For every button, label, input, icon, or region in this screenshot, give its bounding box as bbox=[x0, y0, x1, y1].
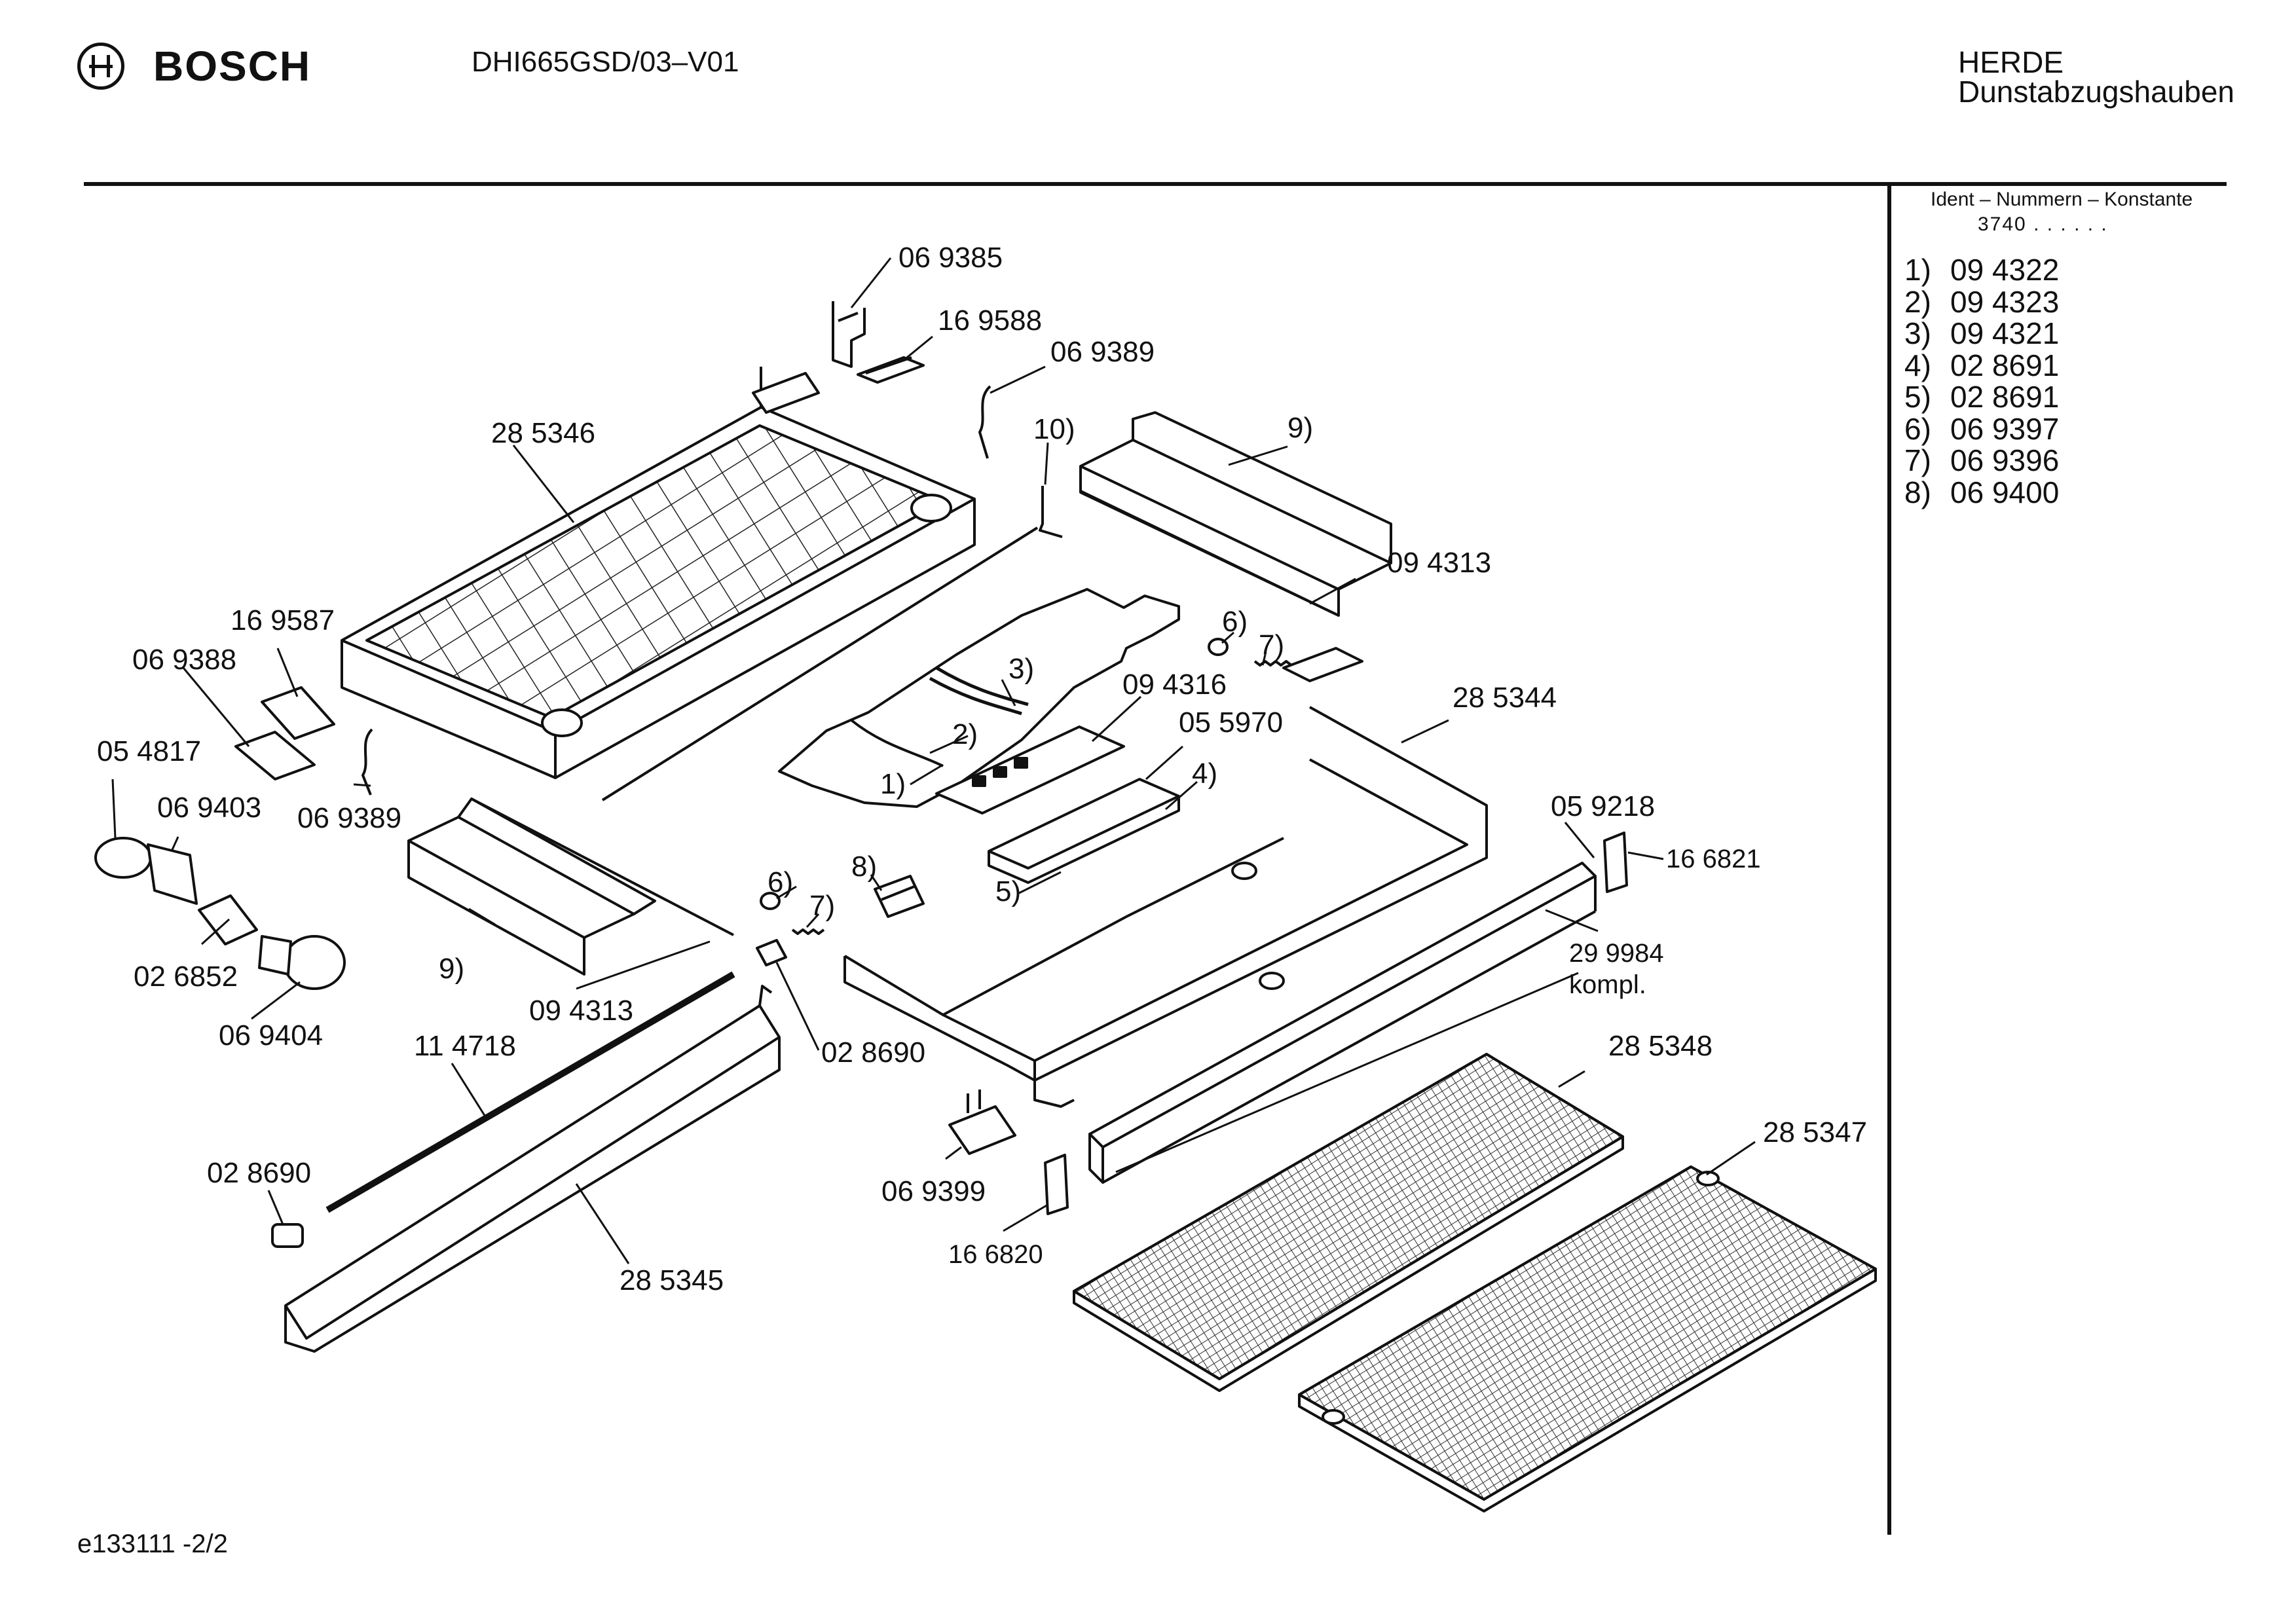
end-cap-part bbox=[1603, 832, 1628, 893]
callout-label: 9) bbox=[1287, 412, 1314, 444]
callout-label: 9) bbox=[439, 953, 465, 985]
front-strip-part bbox=[1088, 862, 1597, 1184]
part-label: 06 9385 bbox=[898, 242, 1003, 274]
part-label: 28 5348 bbox=[1608, 1030, 1713, 1062]
ident-row: 4)02 8691 bbox=[1904, 348, 2060, 382]
tube-lamp-part bbox=[325, 971, 735, 1213]
housing-part bbox=[843, 647, 1488, 1108]
callout-label: 6) bbox=[1222, 606, 1248, 638]
part-label: 06 9404 bbox=[219, 1019, 324, 1052]
model-number: DHI665GSD/03–V01 bbox=[472, 46, 739, 78]
spring-part bbox=[978, 385, 991, 459]
filter-frame-part bbox=[341, 367, 976, 779]
strip-part bbox=[471, 797, 734, 936]
part-label: 09 4313 bbox=[529, 995, 634, 1027]
mesh-filter-part bbox=[1298, 1165, 1877, 1512]
callout-label: 7) bbox=[1259, 629, 1285, 661]
part-label: 06 9399 bbox=[881, 1175, 986, 1207]
grommet-part bbox=[756, 939, 787, 966]
part-label: 05 4817 bbox=[97, 735, 202, 767]
callout-label: 3) bbox=[1009, 653, 1035, 685]
rail-part bbox=[1079, 411, 1392, 617]
lamp-socket-part bbox=[94, 837, 346, 990]
ident-constant: 3740 . . . . . . bbox=[1978, 213, 2108, 235]
ident-row: 1)09 4322 bbox=[1904, 253, 2060, 287]
callout-label: 6) bbox=[768, 866, 794, 898]
part-label: 06 9389 bbox=[1050, 336, 1155, 368]
spring-coil-part bbox=[1253, 660, 1293, 667]
brand-logo: BOSCH bbox=[77, 42, 311, 90]
ident-row: 6)06 9397 bbox=[1904, 411, 2060, 446]
rod-part bbox=[601, 486, 1063, 801]
part-label: 11 4718 bbox=[414, 1030, 516, 1062]
end-cap-part bbox=[1044, 1154, 1069, 1215]
header-divider bbox=[84, 182, 2227, 186]
lamp-cover-part bbox=[284, 985, 781, 1353]
part-label: 05 5970 bbox=[1179, 706, 1284, 739]
ident-heading: Ident – Nummern – Konstante bbox=[1931, 189, 2193, 210]
connector-part bbox=[948, 1090, 1016, 1155]
part-label: 28 5344 bbox=[1453, 682, 1557, 714]
clip-part bbox=[857, 356, 925, 384]
callout-label: 5) bbox=[995, 875, 1022, 907]
ident-row: 2)09 4323 bbox=[1904, 284, 2060, 319]
category-title: HERDE bbox=[1958, 45, 2064, 79]
part-label: 06 9388 bbox=[132, 644, 237, 676]
part-label: 28 5345 bbox=[620, 1264, 724, 1296]
part-label: 06 9389 bbox=[297, 802, 402, 834]
circuit-board-part bbox=[935, 725, 1125, 815]
callout-label: 10) bbox=[1033, 413, 1075, 445]
ident-row: 8)06 9400 bbox=[1904, 475, 2060, 509]
ident-list: 1)09 4322 2)09 4323 3)09 4321 4)02 8691 … bbox=[1904, 254, 2059, 508]
spring-coil-part bbox=[791, 928, 825, 935]
part-label: 09 4316 bbox=[1122, 669, 1227, 701]
part-label: 09 4313 bbox=[1387, 547, 1492, 579]
wiring-harness-part bbox=[778, 588, 1180, 808]
clip-part bbox=[234, 686, 335, 780]
sidebar-divider bbox=[1887, 186, 1891, 1535]
page-reference: e133111 -2/2 bbox=[77, 1530, 228, 1558]
mesh-filter-part bbox=[1073, 1053, 1624, 1392]
callout-label: 2) bbox=[952, 718, 978, 750]
part-label: 02 6852 bbox=[134, 961, 238, 993]
ident-row: 7)06 9396 bbox=[1904, 443, 2060, 477]
brand-name: BOSCH bbox=[153, 43, 312, 90]
leader-lines bbox=[111, 257, 1756, 1264]
part-label: 28 5346 bbox=[491, 417, 596, 449]
bracket-part bbox=[832, 301, 866, 368]
callout-label: 8) bbox=[851, 851, 878, 883]
callout-label: 1) bbox=[880, 768, 906, 800]
part-label: 29 9984 bbox=[1569, 939, 1664, 968]
part-label-suffix: kompl. bbox=[1569, 970, 1646, 999]
part-label: 16 6820 bbox=[948, 1240, 1043, 1269]
part-label: 16 9587 bbox=[231, 604, 335, 636]
part-label: 16 9588 bbox=[938, 304, 1043, 337]
callout-label: 7) bbox=[809, 890, 836, 922]
grommet-part bbox=[271, 1223, 304, 1248]
part-label: 16 6821 bbox=[1666, 845, 1761, 873]
bosch-armature-icon bbox=[77, 43, 124, 90]
spring-part bbox=[361, 728, 373, 796]
category-subtitle: Dunstabzugshauben bbox=[1958, 75, 2234, 109]
part-label: 28 5347 bbox=[1763, 1116, 1868, 1148]
ident-row: 5)02 8691 bbox=[1904, 380, 2060, 414]
ident-row: 3)09 4321 bbox=[1904, 316, 2060, 350]
control-panel-part bbox=[988, 778, 1180, 884]
part-label: 05 9218 bbox=[1551, 790, 1656, 822]
rocker-switch-part bbox=[874, 875, 925, 918]
callout-label: 4) bbox=[1192, 758, 1218, 790]
rail-part bbox=[407, 797, 656, 976]
part-label: 02 8690 bbox=[207, 1157, 312, 1189]
strip-part bbox=[1080, 490, 1339, 617]
part-label: 02 8690 bbox=[821, 1036, 926, 1069]
part-label: 06 9403 bbox=[157, 792, 262, 824]
nut-part bbox=[760, 892, 781, 910]
